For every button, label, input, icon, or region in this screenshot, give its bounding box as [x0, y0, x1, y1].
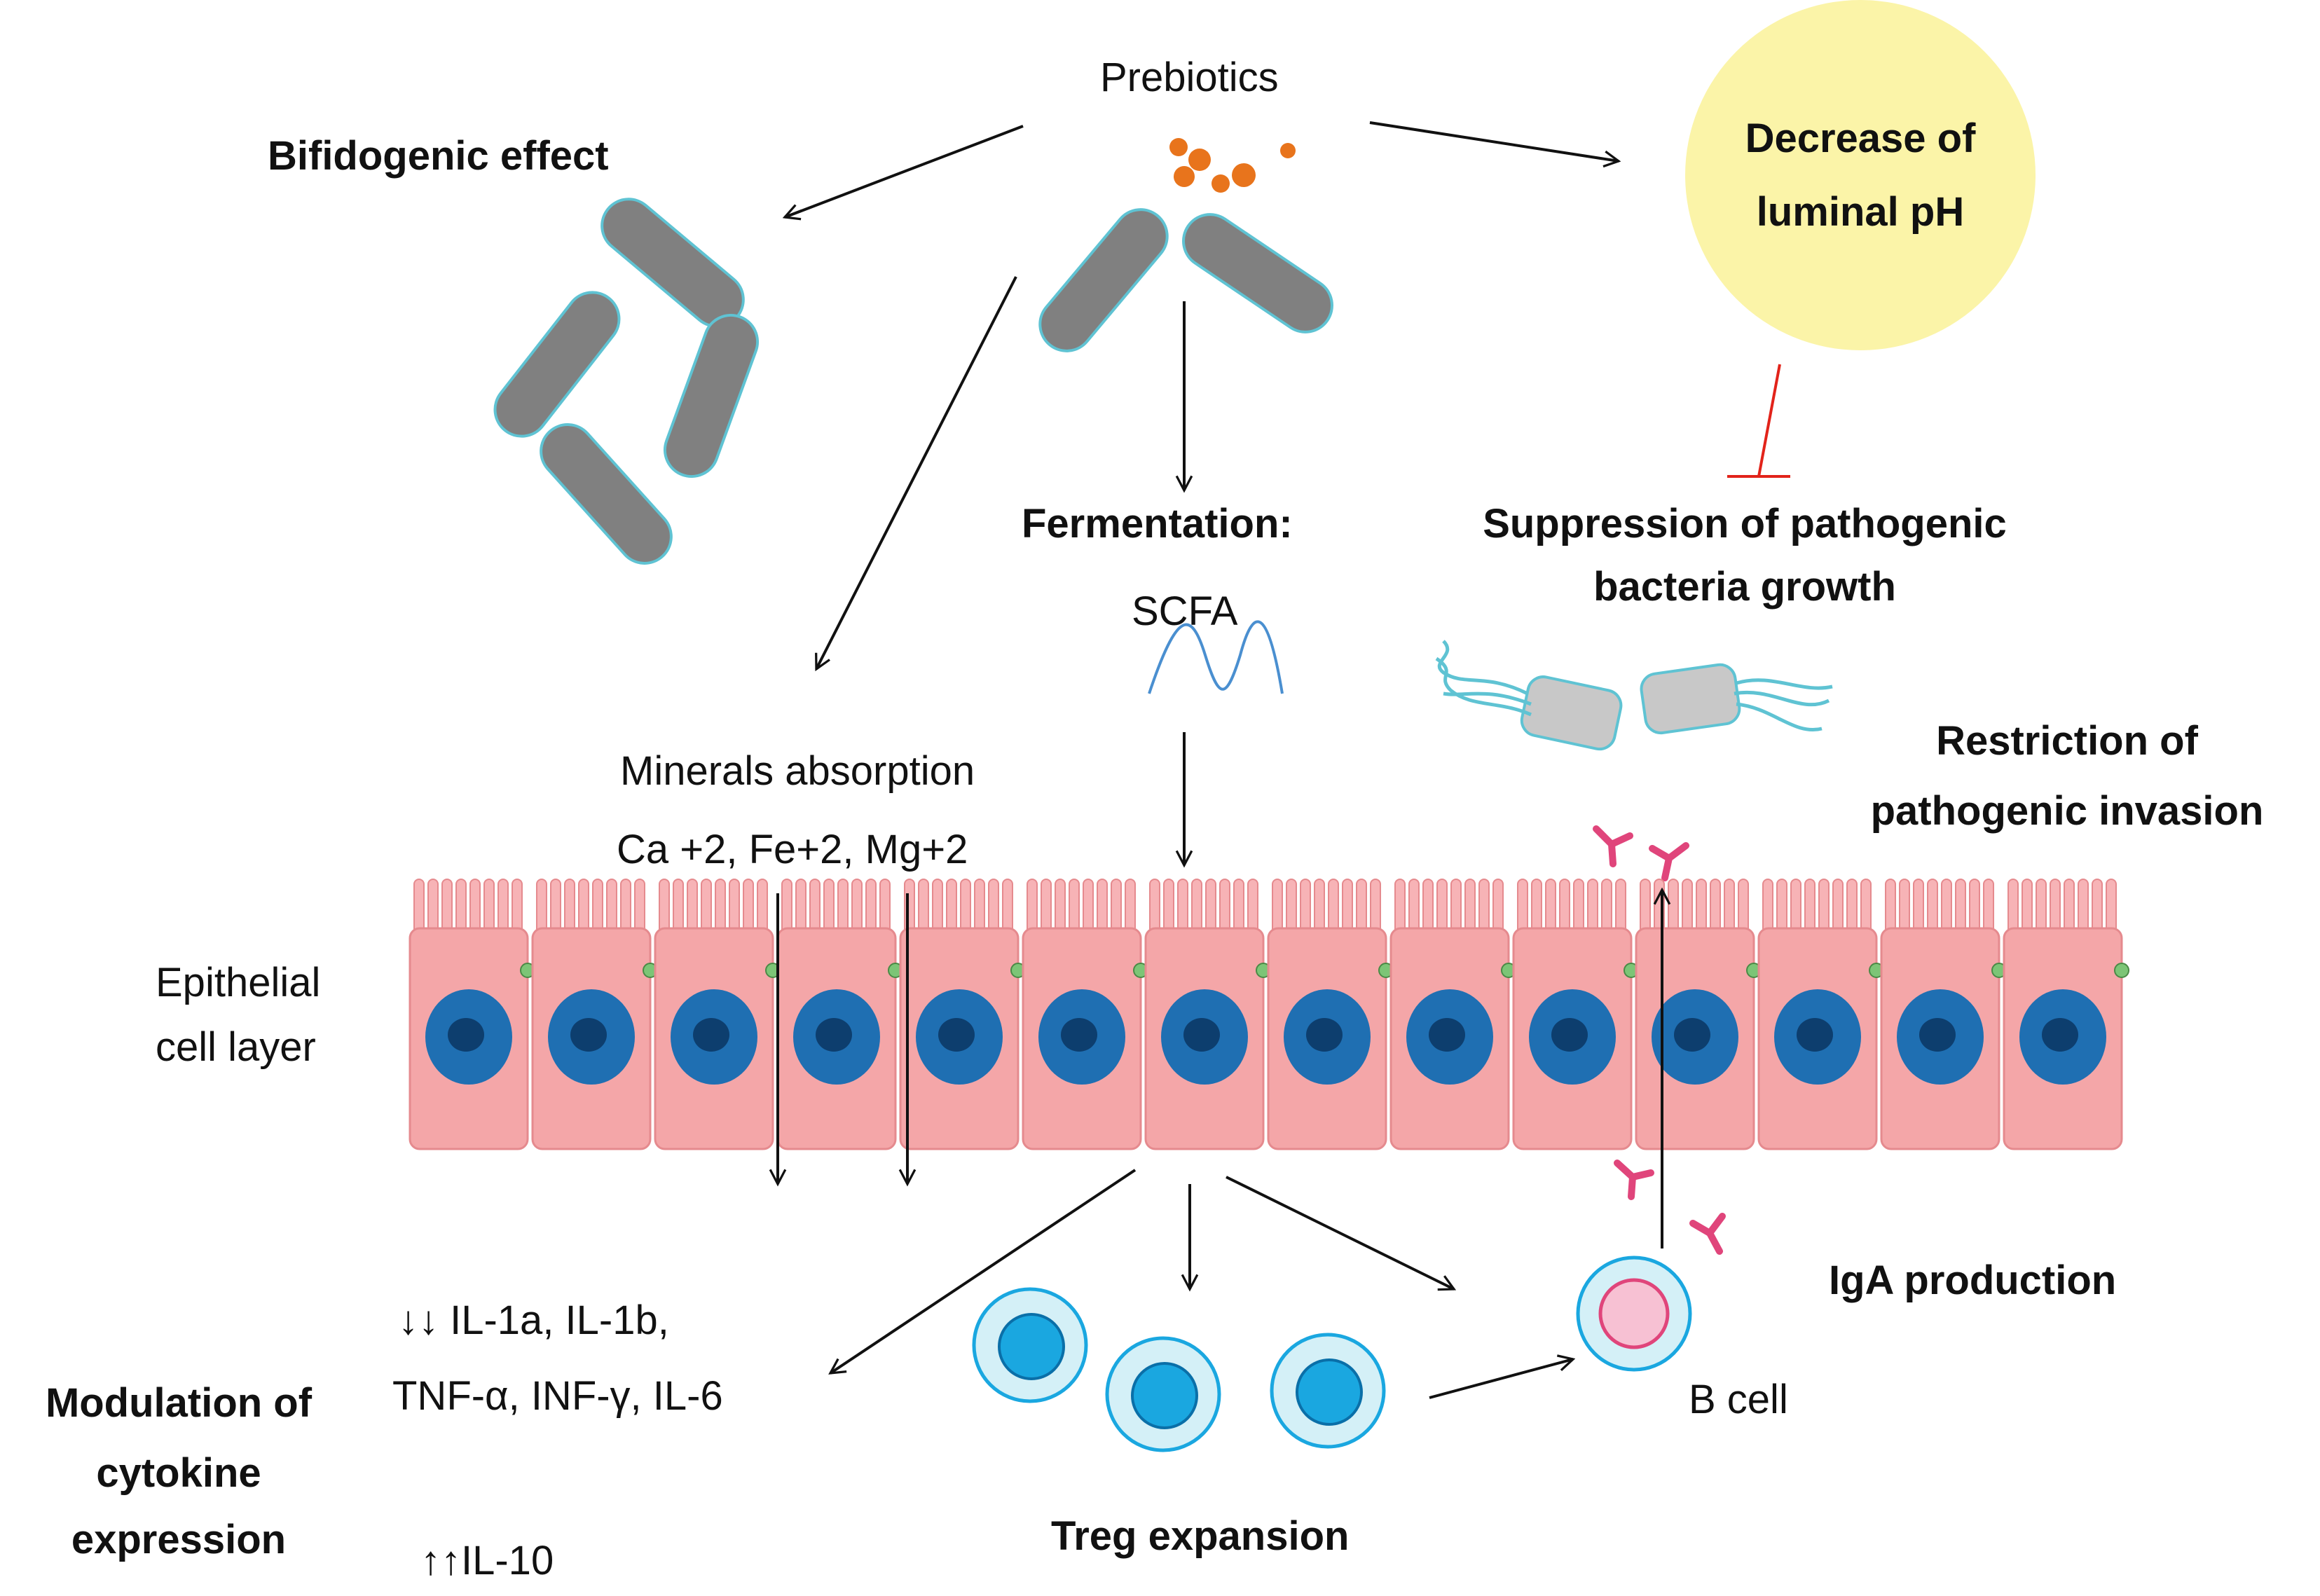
modulation-label-line1: Modulation of	[45, 1380, 313, 1426]
epithelial-cell-icon	[1267, 878, 1394, 1150]
epithelial-label-line1: Epithelial	[156, 960, 321, 1005]
epithelial-cell-icon	[1757, 878, 1885, 1150]
bacterium-rod-icon	[1172, 202, 1344, 344]
arrow-treg-to-bcell	[1429, 1359, 1573, 1399]
scfa-label: SCFA	[1132, 589, 1238, 634]
luminal-ph-circle	[1685, 0, 2036, 350]
arrow-to-bifidogenic	[785, 125, 1024, 217]
restriction-label-line1: Restriction of	[1936, 718, 2198, 764]
epithelial-cell-icon	[1635, 878, 1762, 1150]
minerals-list-label: Ca +2, Fe+2, Mg+2	[617, 827, 968, 872]
cytokines-down-line2: TNF-α, INF-γ, IL-6	[392, 1373, 723, 1419]
treg-cell-icon	[1270, 1333, 1386, 1449]
treg-cell-icon	[972, 1287, 1088, 1403]
inhibition-arrow	[1727, 364, 1790, 478]
epithelial-cell-icon	[531, 878, 659, 1150]
epithelial-cell-icon	[1389, 878, 1517, 1150]
bacterium-rod-icon	[1027, 197, 1180, 364]
epithelial-cell-icon	[1022, 878, 1149, 1150]
decrease-ph-label-line1: Decrease of	[1745, 116, 1976, 161]
iga-antibody-icon	[1649, 842, 1689, 881]
iga-production-label: IgA production	[1829, 1258, 2117, 1303]
treg-expansion-label: Treg expansion	[1051, 1513, 1350, 1559]
epithelial-cell-icon	[1144, 878, 1272, 1150]
bifido-bacteria-group	[483, 186, 767, 576]
suppression-label-line1: Suppression of pathogenic	[1483, 501, 2007, 546]
arrow-to-cytokines	[830, 1169, 1137, 1373]
arrow-to-bcell	[1226, 1176, 1454, 1289]
treg-cells-group	[972, 1287, 1386, 1452]
iga-antibody-icon	[1593, 825, 1633, 867]
b-cell-icon	[1576, 1256, 1692, 1372]
epithelial-cell-icon	[654, 878, 781, 1150]
suppression-label-line2: bacteria growth	[1593, 564, 1896, 610]
epithelial-layer	[409, 878, 2130, 1150]
prebiotic-bacteria-group	[1027, 197, 1344, 364]
cytokines-down-line1: ↓↓ IL-1a, IL-1b,	[398, 1298, 669, 1343]
prebiotic-particle-icon	[1169, 138, 1296, 193]
pathogen-flagellated-icon	[1640, 663, 1833, 735]
modulation-label-line2: cytokine	[96, 1450, 261, 1496]
restriction-label-line2: pathogenic invasion	[1870, 788, 2264, 834]
iga-antibody-icon	[1689, 1213, 1726, 1255]
arrow-to-minerals	[816, 276, 1017, 669]
scfa-wave-icon	[1148, 620, 1284, 694]
bacterium-rod-icon	[528, 412, 684, 576]
b-cell-label: B cell	[1689, 1377, 1788, 1422]
epithelial-cell-icon	[776, 878, 904, 1150]
iga-antibody-group	[1593, 825, 1726, 1255]
bifidogenic-effect-label: Bifidogenic effect	[268, 133, 609, 179]
epithelial-label-line2: cell layer	[156, 1024, 316, 1070]
epithelial-cell-icon	[409, 878, 536, 1150]
bacterium-rod-icon	[483, 280, 631, 448]
fermentation-label: Fermentation:	[1022, 501, 1293, 546]
treg-cell-icon	[1105, 1336, 1221, 1452]
modulation-label-line3: expression	[71, 1517, 287, 1562]
iga-antibody-icon	[1614, 1160, 1654, 1200]
decrease-ph-label-line2: luminal pH	[1756, 189, 1965, 235]
arrow-to-ph	[1369, 121, 1619, 161]
il10-up-label: ↑↑IL-10	[420, 1538, 554, 1583]
epithelial-cell-icon	[1512, 878, 1640, 1150]
pathogen-group	[1435, 640, 1833, 751]
prebiotics-label: Prebiotics	[1100, 55, 1279, 100]
arrows-group	[778, 121, 1662, 1399]
epithelial-cell-icon	[1880, 878, 2007, 1150]
epithelial-cell-icon	[899, 878, 1027, 1150]
bacterium-rod-icon	[656, 306, 767, 486]
epithelial-cell-icon	[2003, 878, 2130, 1150]
minerals-absorption-label: Minerals absorption	[620, 748, 975, 794]
pathogen-flagellated-icon	[1435, 640, 1623, 751]
